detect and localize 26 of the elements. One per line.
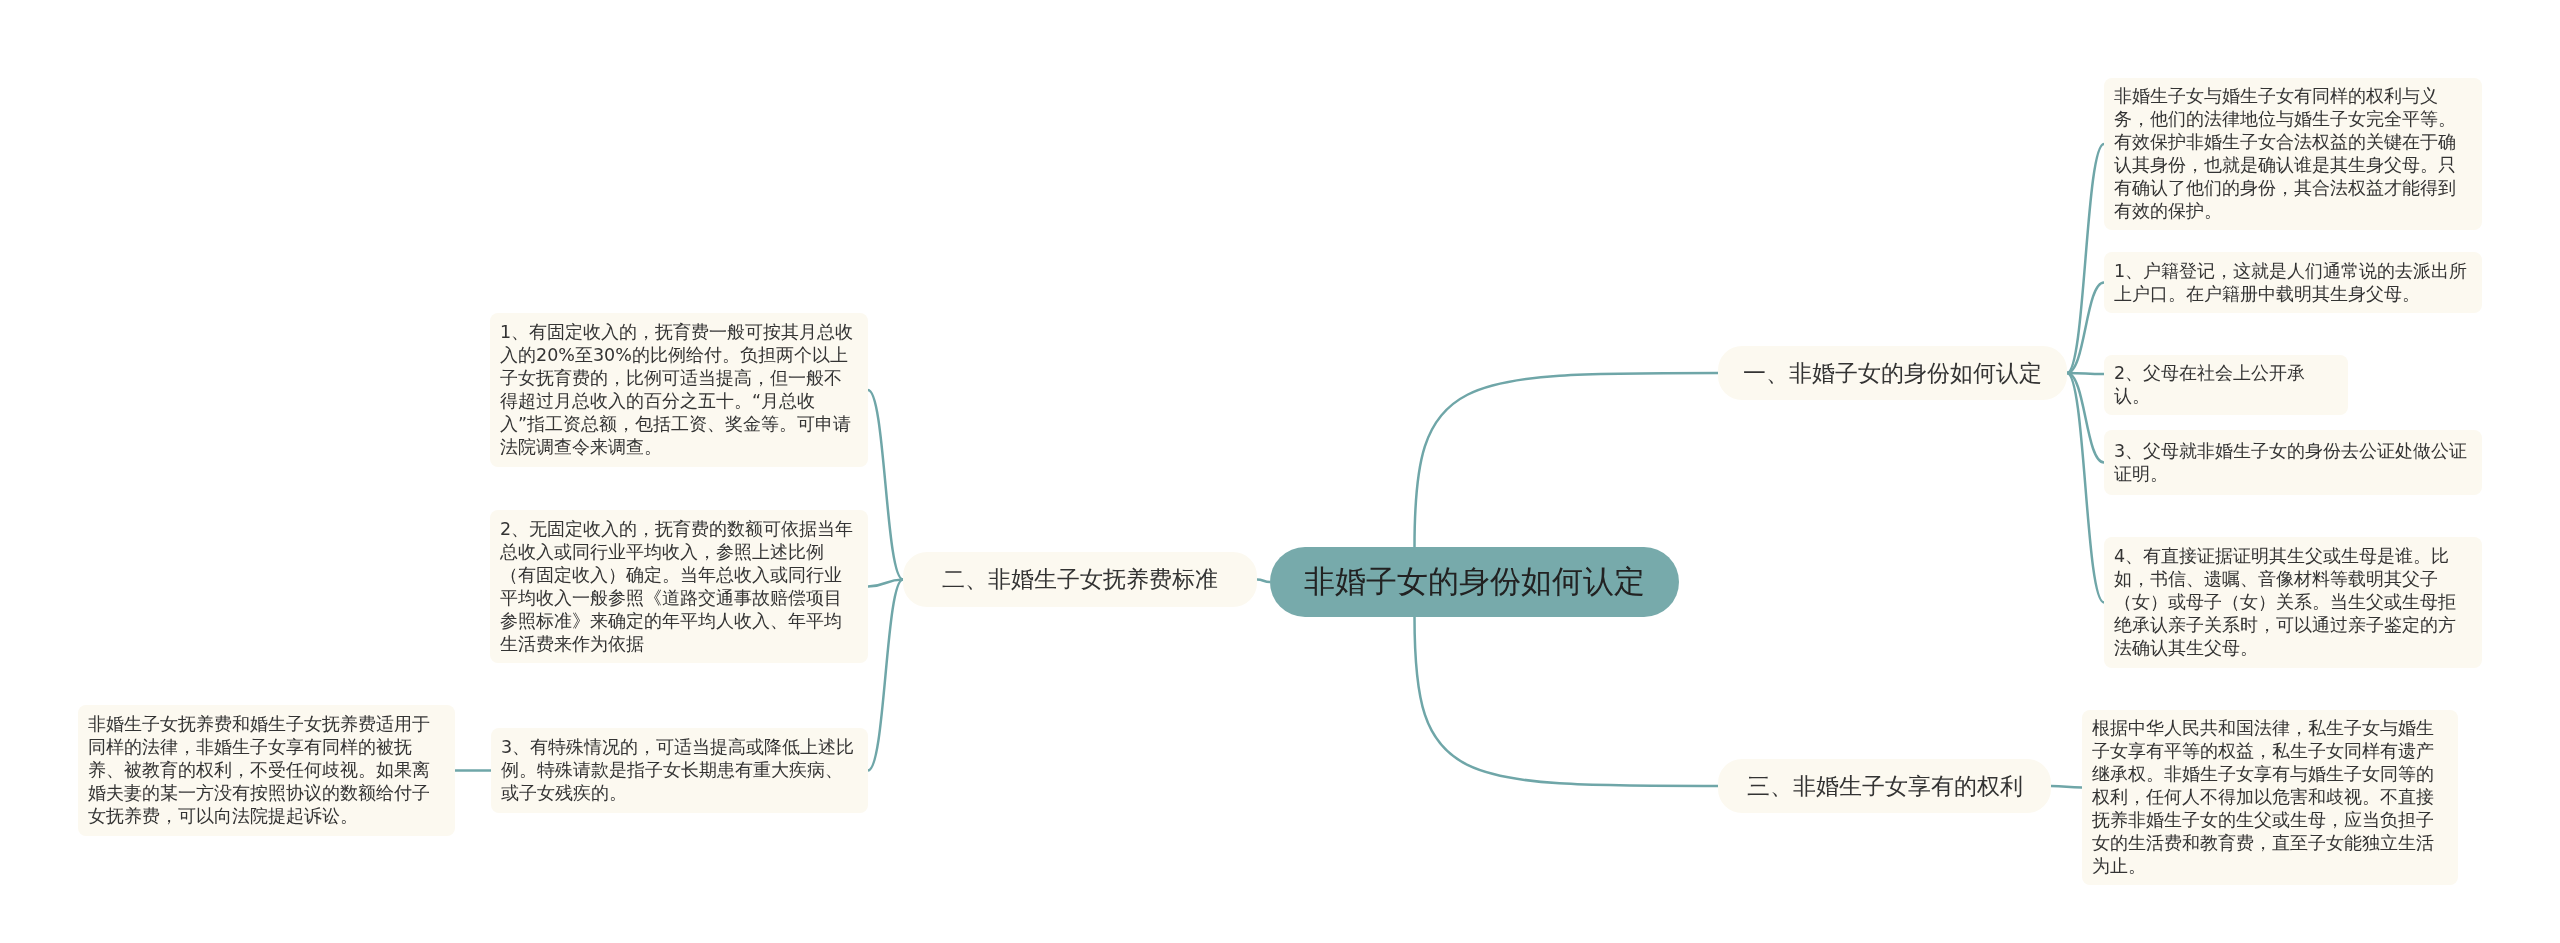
topic-box: 二、非婚生子女抚养费标准 — [903, 552, 1257, 607]
text-box: 3、有特殊情况的，可适当提高或降低上述比例。特殊请款是指子女长期患有重大疾病、或子女残疾的。 — [491, 728, 868, 813]
connector — [867, 389, 904, 581]
connector — [455, 769, 491, 772]
text-box: 根据中华人民共和国法律，私生子女与婚生子女享有平等的权益，私生子女同样有遗产继承权。非婚生子女享有与婚生子女同等的权利，任何人不得加以危害和歧视。不直接抚养非婚生子女的生父或生母，应当负担子女的生活费和教育费，直至子女能独立生活为止。 — [2082, 710, 2458, 885]
connector — [1256, 578, 1271, 584]
text-box: 1、有固定收入的，抚育费一般可按其月总收入的20%至30%的比例给付。负担两个以上子女抚育费的，比例可适当提高，但一般不得超过月总收入的百分之五十。“月总收入”指工资总额，包括工资、奖金等。可申请法院调查令来调查。 — [490, 313, 868, 467]
connector — [2066, 281, 2105, 375]
connector — [2051, 784, 2082, 789]
text-box: 2、无固定收入的，抚育费的数额可依据当年总收入或同行业平均收入，参照上述比例（有固定收入）确定。当年总收入或同行业平均收入一般参照《道路交通事故赔偿项目参照标准》来确定的年平均人收入、年平均生活费来作为依据 — [490, 510, 868, 663]
text-box: 3、父母就非婚生子女的身份去公证处做公证证明。 — [2104, 430, 2482, 495]
topic-box: 一、非婚子女的身份如何认定 — [1718, 346, 2067, 400]
text-box: 非婚生子女抚养费和婚生子女抚养费适用于同样的法律，非婚生子女享有同样的被抚养、被教育的权利，不受任何歧视。如果离婚夫妻的某一方没有按照协议的数额给付子女抚养费，可以向法院提起诉讼。 — [78, 705, 455, 836]
text-box: 4、有直接证据证明其生父或生母是谁。比如，书信、遗嘱、音像材料等载明其父子（女）或母子（女）关系。当生父或生母拒绝承认亲子关系时，可以通过亲子鉴定的方法确认其生父母。 — [2104, 537, 2482, 668]
central-topic: 非婚子女的身份如何认定 — [1270, 547, 1679, 617]
connector — [867, 578, 904, 588]
connector — [2066, 143, 2105, 374]
connector — [867, 578, 904, 772]
connector — [2066, 372, 2105, 604]
topic-box: 三、非婚生子女享有的权利 — [1718, 759, 2051, 813]
connector — [1413, 616, 1718, 788]
connector — [2066, 371, 2105, 464]
text-box: 非婚生子女与婚生子女有同样的权利与义务，他们的法律地位与婚生子女完全平等。有效保护非婚生子女合法权益的关键在于确认其身份，也就是确认谁是其生身父母。只有确认了他们的身份，其合法权益才能得到有效的保护。 — [2104, 78, 2482, 230]
connector — [1413, 371, 1718, 548]
text-box: 1、户籍登记，这就是人们通常说的去派出所上户口。在户籍册中载明其生身父母。 — [2104, 252, 2482, 313]
text-box: 2、父母在社会上公开承认。 — [2104, 355, 2348, 415]
